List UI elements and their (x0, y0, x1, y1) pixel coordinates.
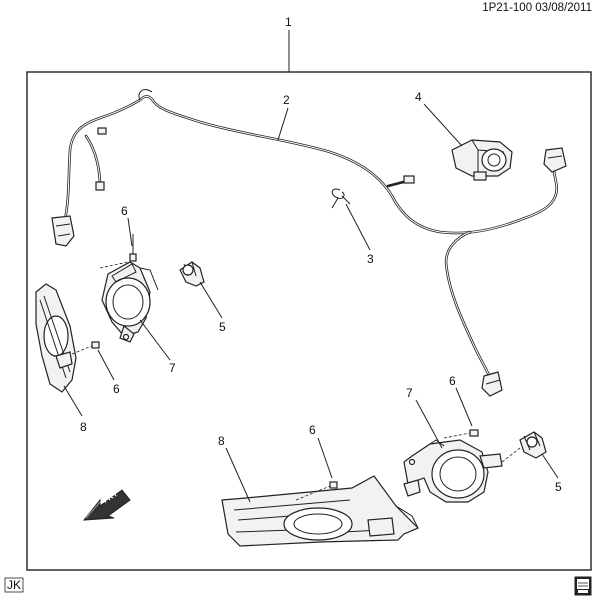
leader-6a (127, 217, 133, 247)
leader-6b (97, 349, 115, 381)
screw-6c (469, 429, 479, 437)
leader-8a (63, 385, 83, 417)
screw-path-bezel-left (71, 345, 93, 355)
screw-6a (129, 234, 137, 262)
leader-6d (317, 437, 333, 479)
fog-lamp-left (101, 261, 159, 343)
harness-clip (331, 188, 351, 209)
header-ref: 1P21-100 03/08/2011 (482, 2, 592, 14)
callout-3: 3 (367, 252, 374, 266)
wiring-harness (60, 89, 559, 380)
footer-code-box (4, 577, 24, 593)
callout-4: 4 (415, 90, 422, 104)
screw-path-right (443, 432, 471, 439)
fog-lamp-module (451, 139, 513, 181)
kit-frame (26, 71, 592, 571)
leader-4 (423, 103, 463, 147)
leader-6c (455, 387, 473, 427)
harness-connector-left (51, 215, 75, 247)
manual-book-icon (574, 576, 592, 596)
leader-3 (345, 203, 371, 251)
callout-5b: 5 (555, 480, 562, 494)
callout-1: 1 (285, 15, 292, 29)
footer-code: JK (7, 578, 21, 592)
screw-path-bezel-right (295, 485, 331, 501)
fog-lamp-right (403, 439, 503, 503)
fog-lamp-bezel-right (221, 475, 420, 547)
callout-7b: 7 (406, 386, 413, 400)
leader-2 (277, 107, 289, 141)
callout-6a: 6 (121, 204, 128, 218)
bulb-path-right (501, 447, 521, 463)
fog-lamp-bulb-right (519, 431, 547, 459)
fog-lamp-bulb-left (179, 261, 205, 287)
leader-7b (415, 399, 443, 449)
callout-5a: 5 (219, 320, 226, 334)
callout-8a: 8 (80, 420, 87, 434)
front-arrow-icon: FRT (82, 489, 131, 521)
leader-5a (199, 281, 223, 319)
leader-7a (139, 319, 171, 361)
callout-6c: 6 (449, 374, 456, 388)
screw-6b (91, 341, 100, 349)
callout-8b: 8 (218, 434, 225, 448)
leader-5b (541, 453, 559, 479)
harness-connector-right-top (543, 147, 567, 173)
callout-2: 2 (283, 93, 290, 107)
screw-6d (329, 481, 338, 489)
harness-connector-right-bottom (481, 371, 503, 397)
callout-6d: 6 (309, 423, 316, 437)
fog-lamp-bezel-left (35, 283, 77, 393)
callout-7a: 7 (169, 361, 176, 375)
callout-6b: 6 (113, 382, 120, 396)
leader-8b (225, 447, 251, 503)
